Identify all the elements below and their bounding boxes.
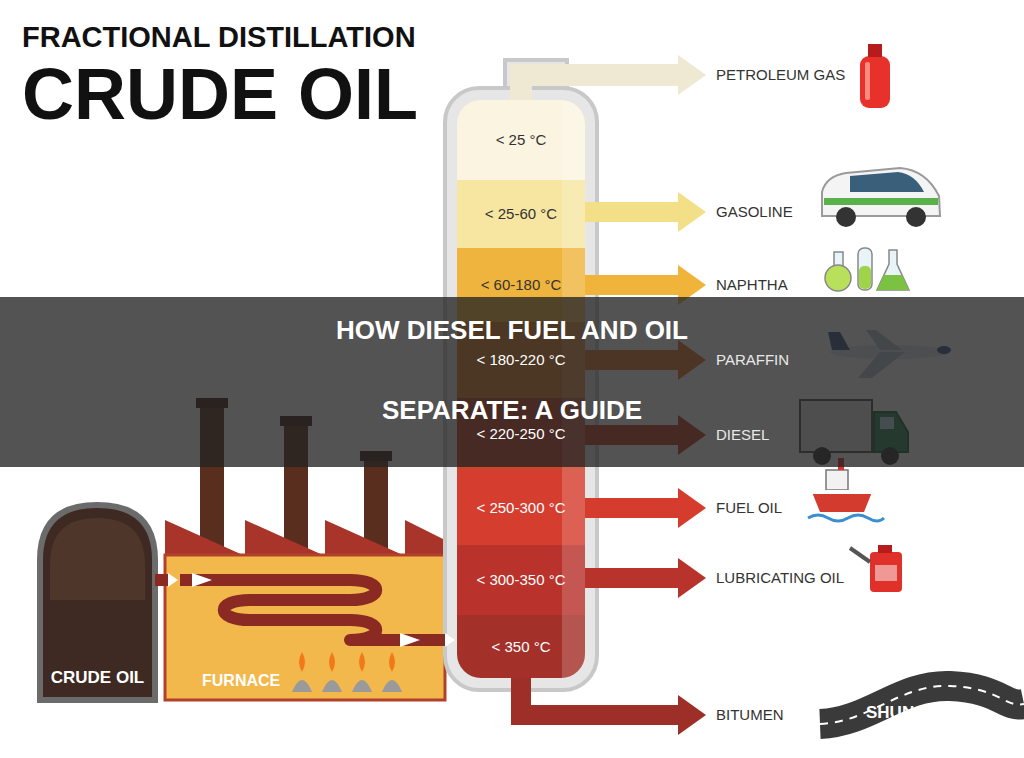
ship-icon-part — [812, 492, 872, 512]
flow-arrow — [521, 678, 678, 715]
burner-part — [299, 652, 395, 672]
product-label: GASOLINE — [712, 201, 797, 223]
flask-icon-part — [859, 266, 871, 289]
oil-can-icon — [850, 545, 902, 592]
product-label: PARAFFIN — [712, 349, 793, 371]
crude-oil-tank-part — [40, 505, 155, 700]
temperature-band: < 25 °C — [457, 100, 585, 180]
gas-cylinder-icon-part — [860, 56, 890, 108]
furnace-box-text: FURNACE — [202, 671, 280, 690]
crude-oil-tank — [40, 505, 155, 700]
flow-arrow — [585, 498, 678, 518]
temperature-band: < 350 °C — [457, 615, 585, 678]
product-label-text: NAPHTHA — [716, 276, 788, 294]
furnace-building-part — [192, 573, 420, 647]
product-label-text: LUBRICATING OIL — [716, 569, 844, 587]
oil-can-icon-part — [875, 565, 897, 581]
temperature-band: < 250-300 °C — [457, 470, 585, 545]
temperature-band: < 60-180 °C — [457, 248, 585, 322]
product-label-text: PETROLEUM GAS — [716, 66, 845, 84]
gas-cylinder-icon — [860, 44, 890, 108]
flask-icon-part — [877, 250, 909, 290]
road-icon — [820, 686, 1024, 724]
oil-can-icon-part — [878, 545, 892, 553]
product-label-text: BITUMEN — [716, 706, 784, 724]
car-icon-part — [822, 168, 940, 216]
furnace-building-part — [165, 520, 445, 556]
car-icon — [822, 168, 940, 227]
road-icon-part — [820, 686, 1024, 724]
product-label: NAPHTHA — [712, 274, 792, 296]
temperature-band: < 25-60 °C — [457, 180, 585, 248]
flow-arrow — [430, 634, 445, 646]
diagram-title: FRACTIONAL DISTILLATION — [22, 22, 416, 54]
crude-oil-tank-part — [50, 518, 145, 600]
temperature-band-text: < 180-220 °C — [477, 351, 566, 369]
ship-icon-part — [808, 515, 884, 521]
temperature-band-text: < 60-180 °C — [481, 276, 562, 294]
burner-part — [292, 680, 402, 692]
product-label-text: GASOLINE — [716, 203, 793, 221]
flow-arrow — [585, 202, 678, 222]
furnace-building-part — [180, 580, 445, 640]
temperature-band-text: < 300-350 °C — [477, 571, 566, 589]
product-label: LUBRICATING OIL — [712, 567, 848, 589]
product-label-text: DIESEL — [716, 426, 769, 444]
ship-icon-part — [812, 490, 872, 494]
flask-icon-part — [858, 248, 872, 290]
flask-icon-part — [877, 275, 909, 290]
car-icon-part — [850, 172, 924, 192]
furnace-building — [165, 520, 445, 700]
temperature-band-text: < 25 °C — [496, 131, 547, 149]
product-label-text: PARAFFIN — [716, 351, 789, 369]
flow-arrow — [155, 574, 168, 586]
furnace-building-part — [165, 555, 445, 700]
ship-icon-part — [826, 470, 848, 490]
burner — [292, 652, 402, 692]
flask-icon — [825, 248, 909, 291]
gas-cylinder-icon-part — [865, 62, 870, 100]
flow-arrow — [585, 568, 678, 588]
car-icon-part — [906, 207, 926, 227]
road-icon-part — [820, 686, 1024, 724]
product-label: DIESEL — [712, 424, 773, 446]
temperature-band-text: < 25-60 °C — [485, 205, 557, 223]
crude-oil-tank-text: CRUDE OIL — [51, 668, 145, 688]
flow-arrow — [521, 75, 678, 100]
crude-oil-tank: CRUDE OIL — [40, 505, 155, 700]
furnace-box: FURNACE — [180, 555, 430, 700]
temperature-band-text: < 220-250 °C — [477, 425, 566, 443]
oil-can-icon-part — [850, 548, 870, 562]
product-label: FUEL OIL — [712, 497, 786, 519]
flask-icon-part — [825, 265, 851, 291]
temperature-band-text: < 350 °C — [492, 638, 551, 656]
watermark: SHUN FUEL — [866, 704, 963, 721]
product-label: BITUMEN — [712, 704, 788, 726]
title-sub: CRUDE OIL — [22, 58, 418, 130]
gas-cylinder-icon-part — [868, 44, 882, 57]
ship-icon — [808, 458, 884, 521]
car-icon-part — [836, 207, 856, 227]
oil-can-icon-part — [870, 552, 902, 592]
product-label: PETROLEUM GAS — [712, 64, 849, 86]
temperature-band-text: < 250-300 °C — [477, 499, 566, 517]
flow-arrow — [585, 275, 678, 295]
product-label-text: FUEL OIL — [716, 499, 782, 517]
temperature-band: < 300-350 °C — [457, 545, 585, 615]
car-icon-part — [824, 198, 938, 205]
